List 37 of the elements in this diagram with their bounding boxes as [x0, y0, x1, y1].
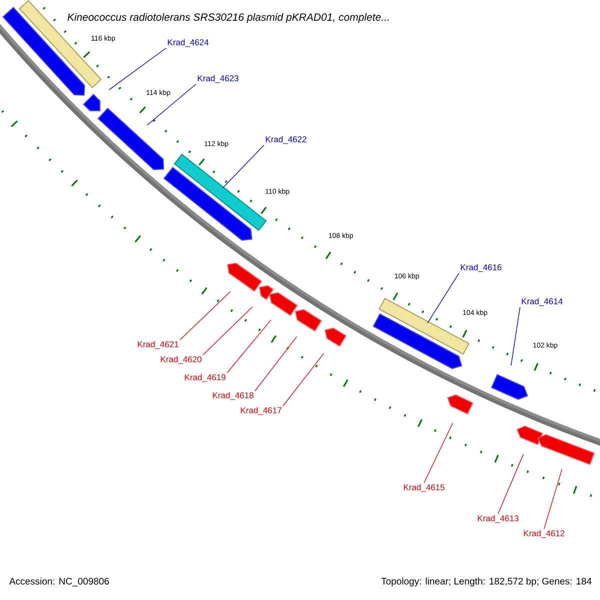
gene-label: Krad_4614 [522, 298, 563, 306]
leader-line [427, 272, 460, 324]
gene-label: Krad_4613 [478, 515, 518, 523]
summary-text: Topology: linear; Length: 182,572 bp; Genes: 184 [381, 578, 592, 586]
leader-line [498, 454, 524, 514]
gene-label: Krad_4618 [212, 392, 254, 400]
leader-line [202, 306, 253, 356]
leader-line [222, 144, 264, 189]
gene-label: Krad_4615 [404, 484, 444, 492]
gene-block [227, 262, 262, 292]
gene-block [294, 309, 322, 332]
leader-line [108, 48, 166, 90]
leader-line [282, 352, 324, 406]
gene-label: Krad_4619 [184, 374, 226, 382]
gene-block [82, 94, 100, 112]
leader-line [254, 336, 298, 392]
gene-block [163, 166, 252, 241]
gene-label: Krad_4621 [138, 341, 178, 349]
leader-line [510, 306, 520, 366]
gene-block [269, 292, 298, 316]
gene-block [97, 108, 164, 170]
leader-line [226, 319, 272, 374]
gene-label: Krad_4612 [524, 530, 564, 538]
gene-label: Krad_4620 [160, 356, 202, 364]
gene-label: Krad_4617 [240, 407, 282, 415]
accession-text: Accession: NC_009806 [9, 578, 109, 586]
gene-label: Krad_4622 [266, 136, 306, 144]
leader-line [180, 291, 231, 340]
leader-line [424, 422, 454, 484]
gene-label: Krad_4624 [168, 39, 209, 47]
gene-block [372, 313, 462, 370]
leader-line [146, 84, 196, 126]
gene-label: Krad_4623 [198, 75, 238, 83]
leader-line [544, 468, 562, 530]
gene-label: Krad_4616 [460, 264, 502, 272]
gene-block [447, 394, 474, 415]
title: Kineococcus radiotolerans SRS30216 plasmid pKRAD01, complete... [68, 13, 389, 23]
